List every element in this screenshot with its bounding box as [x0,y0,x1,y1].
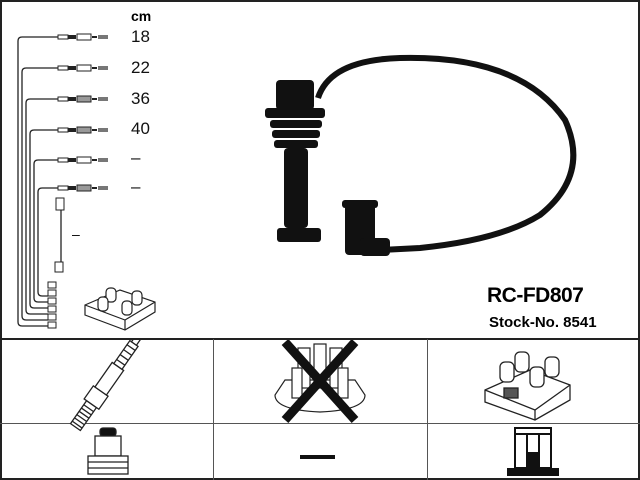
cable-length-4: 40 [131,119,150,138]
ignition-cable-icon [265,54,577,256]
cable-length-3: 36 [131,89,150,108]
cable-connectors [47,33,108,329]
grid-col-divider-1 [213,339,214,480]
cable-length-5: – [131,148,141,167]
grid-row-divider [0,423,640,424]
small-ignition-coil-icon [84,287,156,331]
product-code: RC-FD807 [487,284,584,307]
cable-set-diagram [17,33,577,331]
cable-length-6: – [131,177,141,196]
cable-length-unit: cm [131,8,152,24]
stock-number: Stock-No. 8541 [489,314,597,331]
plug-terminal-icon [87,427,129,475]
spark-plug-icon [69,340,142,432]
grid-top-divider [0,338,640,340]
cable-length-2: 22 [131,58,150,77]
coil-terminal-icon [507,427,559,476]
grid-col-divider-2 [427,339,428,480]
extra-cable-length: – [72,226,80,242]
distributor-cap-excluded-icon [274,340,366,424]
compatibility-grid [69,340,571,476]
ignition-coil-icon [484,351,571,421]
cable-length-1: 18 [131,27,150,46]
cable-schematic [17,36,62,327]
